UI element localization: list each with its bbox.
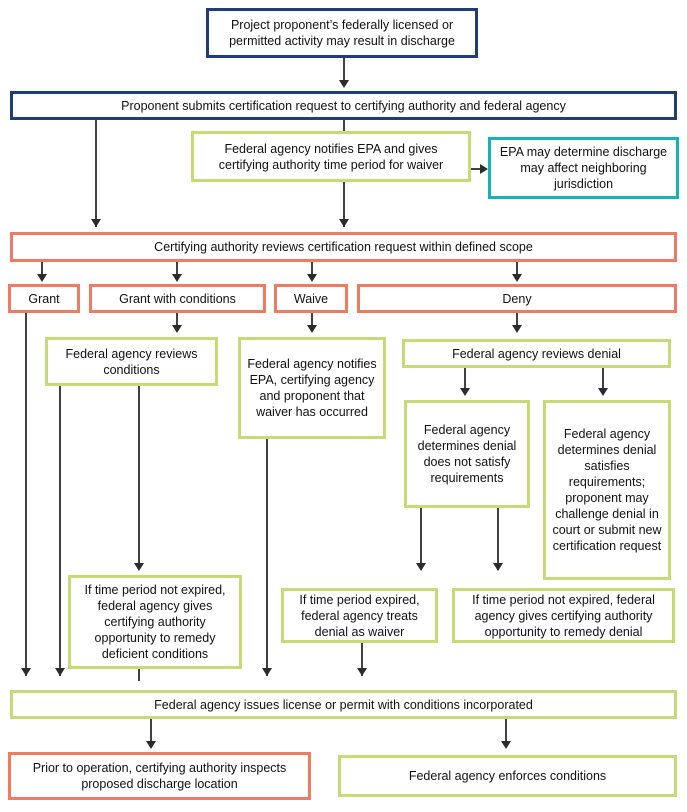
connector-not-satisfy-to-remedy-denial [497, 508, 499, 570]
arrowhead-notify-to-epa [480, 163, 488, 174]
connector-review-to-grant [41, 262, 43, 280]
node-federal-agency-enforces-conditions[interactable]: Federal agency enforces conditions [338, 755, 677, 797]
node-treat-as-waiver-label: If time period expired, federal agency t… [299, 592, 420, 639]
connector-submit-center-trunk [343, 119, 345, 131]
node-federal-agency-reviews-denial[interactable]: Federal agency reviews denial [402, 339, 671, 368]
node-grant-with-conditions[interactable]: Grant with conditions [89, 284, 266, 313]
arrowhead-treat-waiver-to-issue [356, 668, 367, 676]
connector-review-conditions-left-leg [59, 386, 61, 676]
node-grant-label: Grant [28, 291, 60, 306]
arrowhead-not-satisfy-to-treat-waiver [415, 563, 426, 571]
arrowhead-notify-to-review [338, 219, 349, 227]
connector-issue-to-enforce [505, 719, 507, 747]
arrowhead-review-denial-to-satisfies [597, 388, 608, 396]
node-waive-label: Waive [293, 291, 329, 306]
connector-notify-to-epa [470, 168, 482, 170]
connector-waive-to-notify-waiver [311, 313, 313, 331]
arrowhead-submit-left-branch [90, 219, 101, 227]
node-federal-agency-notifies-waiver[interactable]: Federal agency notifies EPA, certifying … [238, 337, 386, 439]
node-submit-label: Proponent submits certification request … [121, 98, 566, 113]
connector-review-to-waive [311, 262, 313, 280]
connector-not-satisfy-to-treat-waiver [420, 508, 422, 570]
node-submit-certification-request[interactable]: Proponent submits certification request … [10, 91, 677, 120]
node-inspect-label: Prior to operation, certifying authority… [32, 761, 287, 791]
arrowhead-issue-to-inspect [145, 741, 156, 749]
node-certifying-authority-reviews[interactable]: Certifying authority reviews certificati… [10, 232, 677, 262]
arrowhead-notify-waiver-to-issue [261, 668, 272, 676]
arrowhead-grant-to-issue-license [20, 668, 31, 676]
connector-review-denial-to-satisfies [602, 368, 604, 394]
connector-deny-to-review-denial [516, 313, 518, 331]
arrowhead-review-to-deny [511, 274, 522, 282]
connector-review-to-grant-conditions [176, 262, 178, 280]
node-denial-not-satisfy-label: Federal agency determines denial does no… [417, 423, 517, 485]
node-treat-denial-as-waiver[interactable]: If time period expired, federal agency t… [281, 588, 438, 643]
node-prior-to-operation-inspection[interactable]: Prior to operation, certifying authority… [8, 752, 311, 800]
arrowhead-not-satisfy-to-remedy-denial [492, 563, 503, 571]
node-notify-waiver-label: Federal agency notifies EPA, certifying … [247, 357, 377, 419]
arrowhead-grant-conditions-to-review [171, 325, 182, 333]
node-review-denial-label: Federal agency reviews denial [452, 346, 621, 361]
connector-grant-to-issue-license [25, 313, 27, 676]
node-deny[interactable]: Deny [357, 284, 677, 313]
connector-treat-waiver-to-issue [361, 643, 363, 676]
node-remedy-conditions-label: If time period not expired, federal agen… [84, 583, 226, 661]
node-grant[interactable]: Grant [8, 284, 80, 313]
node-review-conditions-label: Federal agency reviews conditions [65, 346, 198, 377]
node-denial-satisfies-label: Federal agency determines denial satisfi… [552, 427, 662, 553]
node-remedy-deficient-conditions[interactable]: If time period not expired, federal agen… [68, 575, 242, 669]
node-grant-conditions-label: Grant with conditions [119, 291, 236, 306]
connector-remedy-conditions-to-issue [138, 669, 140, 681]
connector-start-to-submit [343, 58, 345, 84]
arrowhead-waive-to-notify-waiver [306, 325, 317, 333]
node-issue-license-or-permit[interactable]: Federal agency issues license or permit … [10, 690, 677, 719]
connector-notify-to-review [343, 182, 345, 227]
node-federal-agency-notifies-epa[interactable]: Federal agency notifies EPA and gives ce… [191, 131, 471, 182]
node-review-scope-label: Certifying authority reviews certificati… [154, 240, 533, 254]
node-epa-determine-label: EPA may determine discharge may affect n… [499, 145, 668, 191]
arrowhead-start-to-submit [338, 80, 349, 88]
node-issue-license-label: Federal agency issues license or permit … [154, 697, 533, 712]
connector-submit-left-branch [95, 119, 97, 227]
node-denial-does-not-satisfy[interactable]: Federal agency determines denial does no… [404, 400, 530, 508]
connector-issue-to-inspect [150, 719, 152, 747]
node-notify-epa-label: Federal agency notifies EPA and gives ce… [218, 141, 444, 172]
connector-review-conditions-to-remedy [138, 386, 140, 569]
node-epa-may-determine[interactable]: EPA may determine discharge may affect n… [488, 137, 679, 199]
connector-grant-conditions-to-review [176, 313, 178, 331]
node-waive[interactable]: Waive [274, 284, 348, 313]
node-start[interactable]: Project proponent’s federally licensed o… [206, 8, 478, 58]
connector-review-to-deny [516, 262, 518, 280]
node-federal-agency-reviews-conditions[interactable]: Federal agency reviews conditions [45, 337, 218, 386]
connector-review-denial-to-not-satisfy [464, 368, 466, 394]
arrowhead-review-to-grant [36, 274, 47, 282]
node-remedy-denial[interactable]: If time period not expired, federal agen… [452, 588, 675, 643]
node-deny-label: Deny [502, 291, 532, 306]
arrowhead-deny-to-review-denial [511, 325, 522, 333]
arrowhead-review-conditions-left-leg [54, 668, 65, 676]
connector-notify-waiver-to-issue [266, 439, 268, 676]
arrowhead-review-conditions-to-remedy [133, 563, 144, 571]
arrowhead-review-denial-to-not-satisfy [459, 388, 470, 396]
node-start-label: Project proponent’s federally licensed o… [229, 18, 455, 48]
node-denial-satisfies-requirements[interactable]: Federal agency determines denial satisfi… [543, 400, 671, 580]
node-remedy-denial-label: If time period not expired, federal agen… [472, 592, 655, 639]
arrowhead-review-to-waive [306, 274, 317, 282]
arrowhead-review-to-grant-conditions [171, 274, 182, 282]
arrowhead-issue-to-enforce [500, 741, 511, 749]
node-enforce-label: Federal agency enforces conditions [408, 769, 607, 783]
